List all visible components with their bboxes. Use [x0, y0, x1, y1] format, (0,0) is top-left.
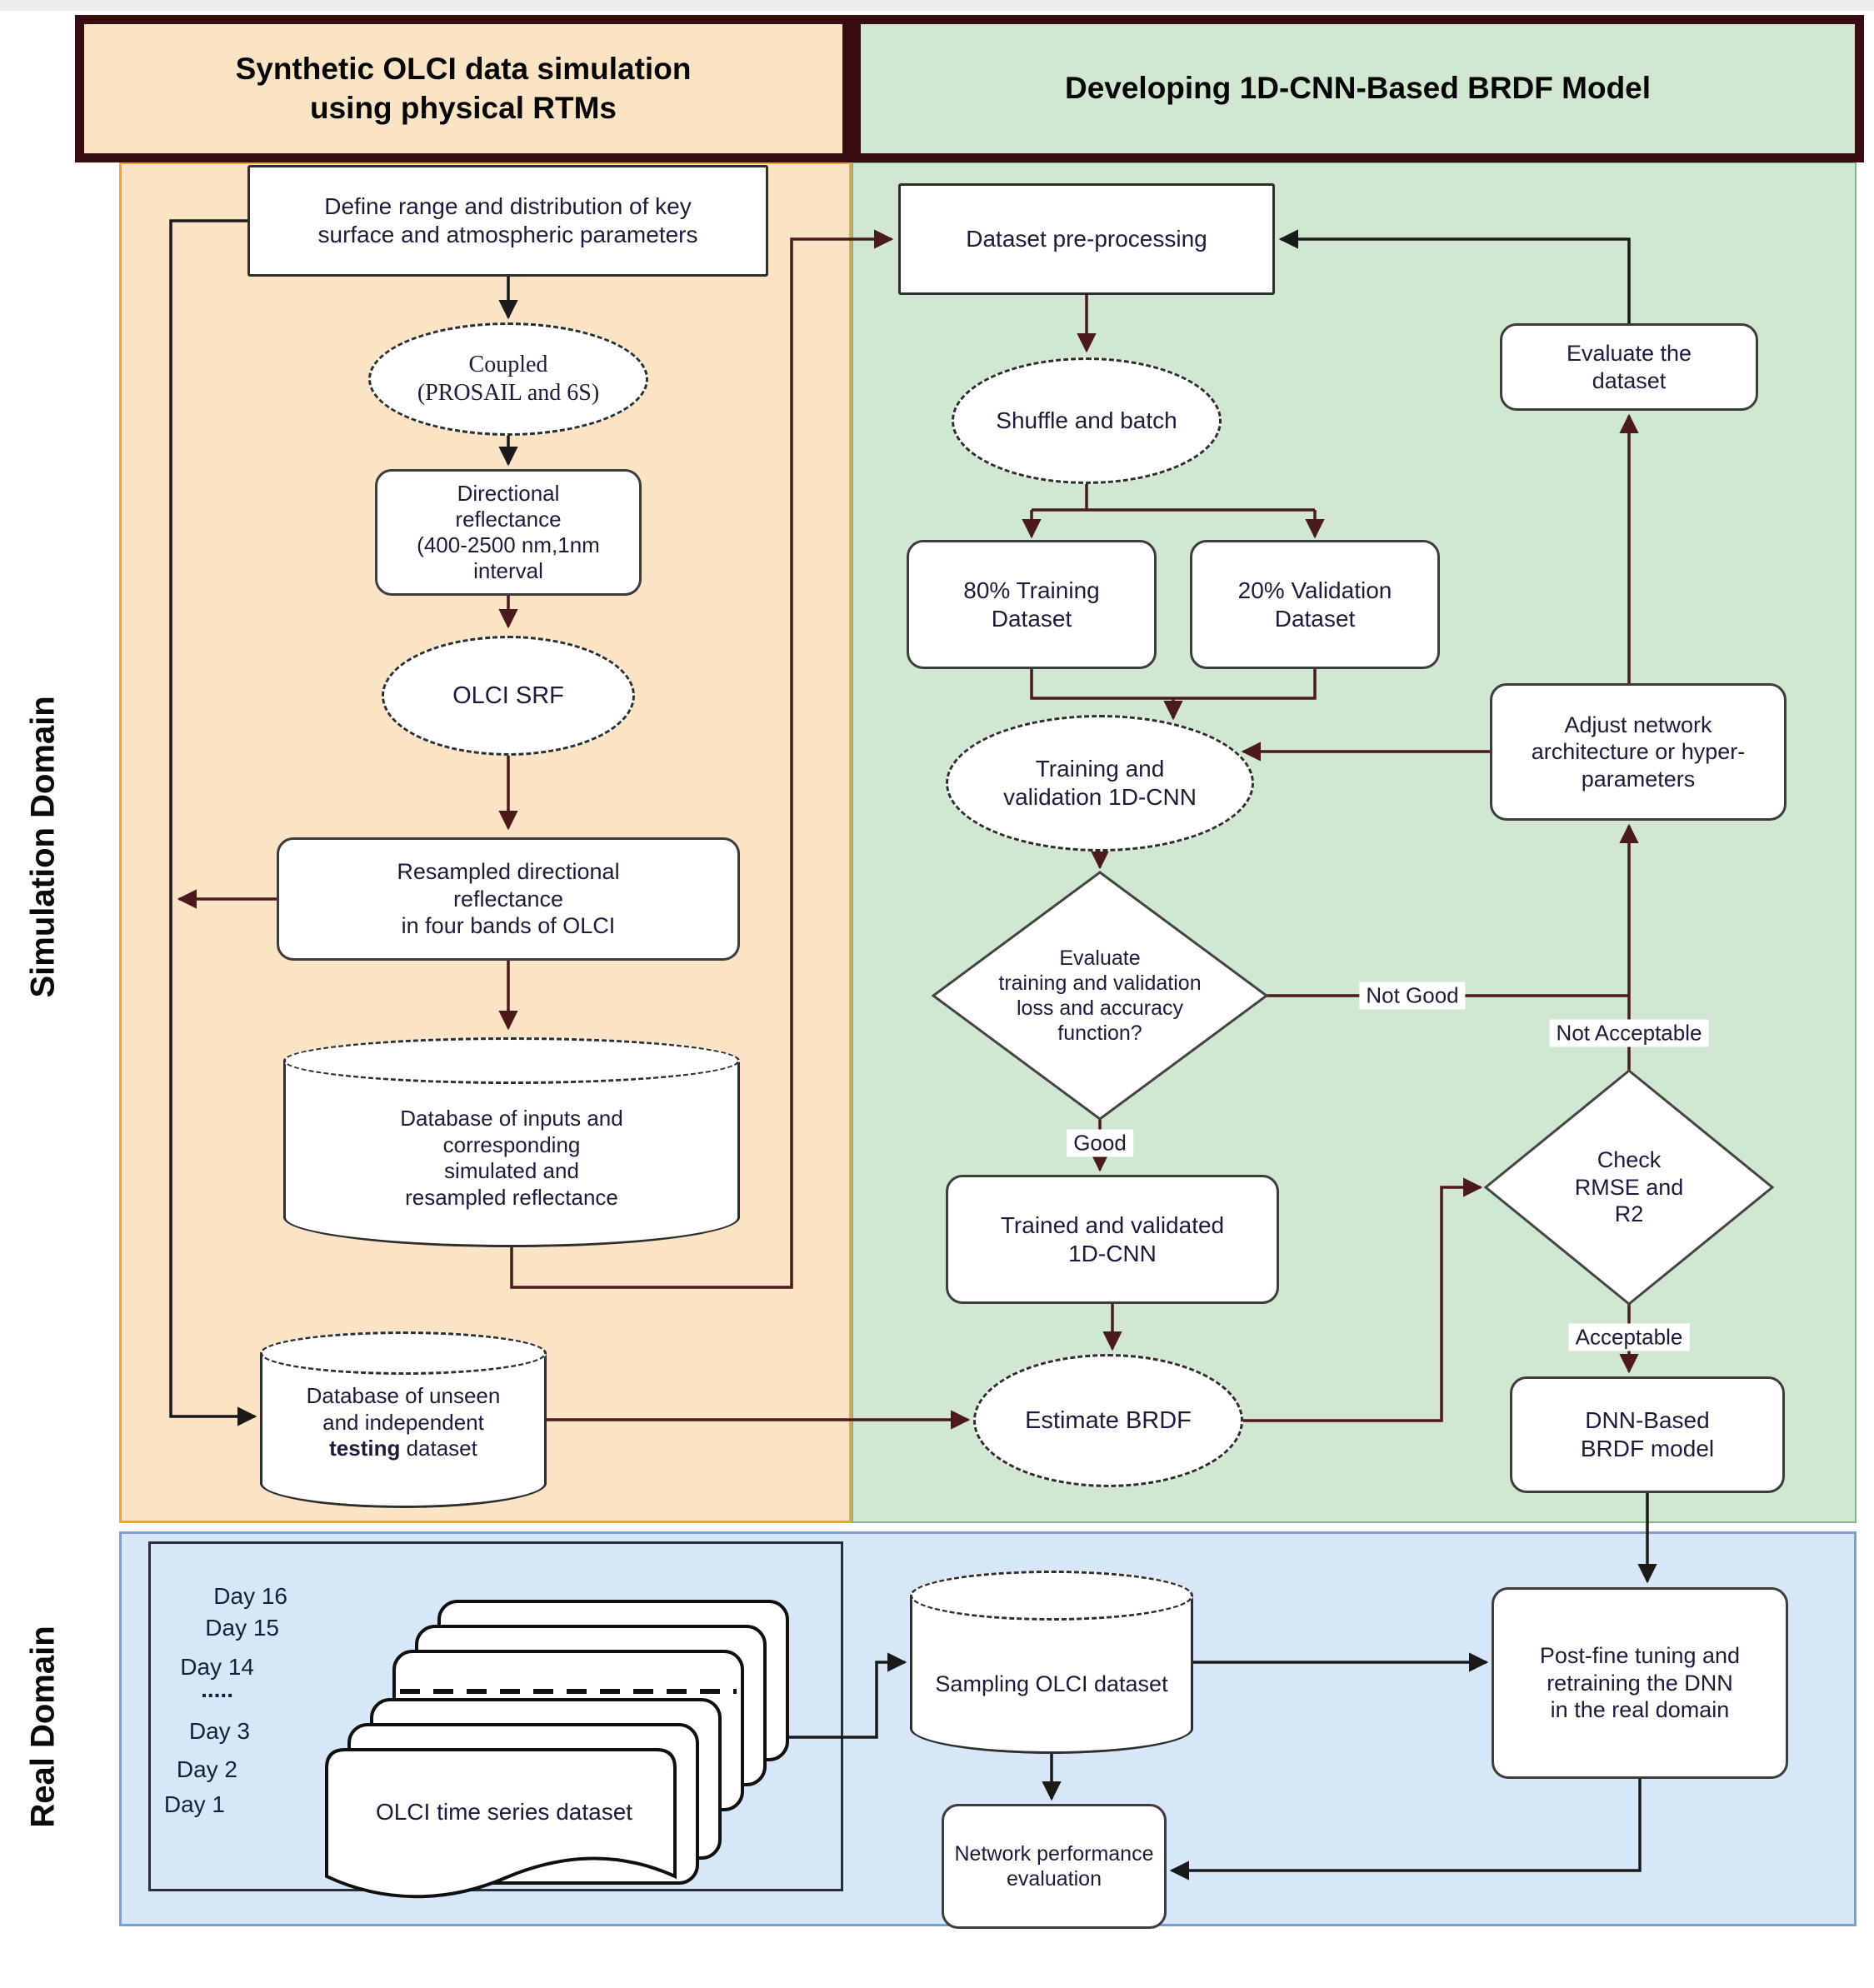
database-unseen-line1: Database of unseen and independent: [306, 1383, 501, 1435]
validation-dataset-box: 20% Validation Dataset: [1190, 540, 1440, 669]
side-label-real-domain: Real Domain: [24, 1626, 62, 1828]
shuffle-batch-ellipse: Shuffle and batch: [952, 357, 1222, 484]
database-unseen-bold: testing: [329, 1436, 401, 1461]
olci-srf-ellipse: OLCI SRF: [382, 636, 635, 756]
edge-label-acceptable: Acceptable: [1568, 1323, 1690, 1351]
network-performance-box: Network performance evaluation: [942, 1804, 1167, 1929]
sampling-olci-cylinder: Sampling OLCI dataset: [910, 1571, 1193, 1754]
dataset-preprocessing-box: Dataset pre-processing: [898, 183, 1275, 295]
day-label-14: Day 14: [180, 1654, 254, 1680]
cylinder-body: [910, 1596, 1193, 1754]
diamond-shapes: [931, 871, 1775, 1306]
cylinder-body: [260, 1353, 547, 1508]
day-label-15: Day 15: [205, 1615, 279, 1641]
database-unseen-tail: dataset: [400, 1436, 477, 1461]
check-rmse-diamond-shape: [1483, 1069, 1775, 1306]
day-label-16: Day 16: [213, 1583, 287, 1609]
evaluate-dataset-box: Evaluate the dataset: [1500, 323, 1758, 411]
time-series-container-box: [148, 1541, 843, 1891]
day-label-dots: .....: [201, 1676, 233, 1702]
database-inputs-label: Database of inputs and corresponding sim…: [400, 1106, 623, 1211]
header-synthetic-olci: Synthetic OLCI data simulation using phy…: [75, 15, 852, 162]
training-validation-cnn-ellipse: Training and validation 1D-CNN: [946, 715, 1254, 852]
coupled-prosail-ellipse: Coupled (PROSAIL and 6S): [368, 322, 648, 436]
day-label-3: Day 3: [188, 1718, 250, 1744]
edge-dbinputs-to-preprocessing: [510, 229, 894, 1289]
day-label-2: Day 2: [176, 1756, 237, 1782]
edge-estimate-to-check: [1243, 1177, 1483, 1422]
edge-merge-bar: [1030, 669, 1317, 700]
doc-day1-front: [325, 1748, 677, 1899]
edge-define-loop-to-dbunseen: [169, 219, 257, 1426]
training-dataset-box: 80% Training Dataset: [907, 540, 1157, 669]
top-strip: [0, 0, 1874, 11]
database-inputs-cylinder: Database of inputs and corresponding sim…: [283, 1037, 740, 1247]
adjust-network-box: Adjust network architecture or hyper- pa…: [1490, 683, 1787, 821]
edge-postfine-to-netperf: [1169, 1779, 1642, 1881]
cylinder-top-ellipse: [260, 1331, 547, 1375]
edge-label-not-acceptable: Not Acceptable: [1549, 1019, 1709, 1047]
cylinder-top-ellipse: [910, 1571, 1193, 1621]
edge-label-good: Good: [1067, 1129, 1133, 1157]
olci-time-series-label: OLCI time series dataset: [375, 1799, 633, 1826]
edge-evaluate-dataset-to-preprocessing: [1278, 229, 1631, 323]
evaluate-loss-diamond-label: Evaluate training and validation loss an…: [998, 947, 1202, 1045]
trained-validated-cnn-box: Trained and validated 1D-CNN: [946, 1175, 1279, 1304]
black-connectors: [169, 219, 1657, 1881]
directional-reflectance-box: Directional reflectance (400-2500 nm,1nm…: [375, 469, 642, 596]
resampled-reflectance-box: Resampled directional reflectance in fou…: [277, 837, 740, 961]
cylinder-body: [283, 1061, 740, 1247]
evaluate-loss-diamond-shape: [931, 871, 1269, 1121]
header-developing-cnn: Developing 1D-CNN-Based BRDF Model: [852, 15, 1864, 162]
define-range-box: Define range and distribution of key sur…: [247, 165, 768, 277]
postfine-tuning-box: Post-fine tuning and retraining the DNN …: [1492, 1587, 1788, 1779]
sampling-olci-label: Sampling OLCI dataset: [935, 1671, 1168, 1696]
dnn-brdf-model-box: DNN-Based BRDF model: [1510, 1376, 1785, 1493]
side-label-simulation-domain: Simulation Domain: [24, 696, 62, 998]
day-label-1: Day 1: [163, 1791, 225, 1817]
cylinder-top-ellipse: [283, 1037, 740, 1084]
estimate-brdf-ellipse: Estimate BRDF: [973, 1354, 1243, 1487]
edge-label-not-good: Not Good: [1359, 982, 1466, 1010]
check-rmse-diamond-label: Check RMSE and R2: [1574, 1147, 1684, 1227]
document-stack: [325, 1600, 789, 1899]
